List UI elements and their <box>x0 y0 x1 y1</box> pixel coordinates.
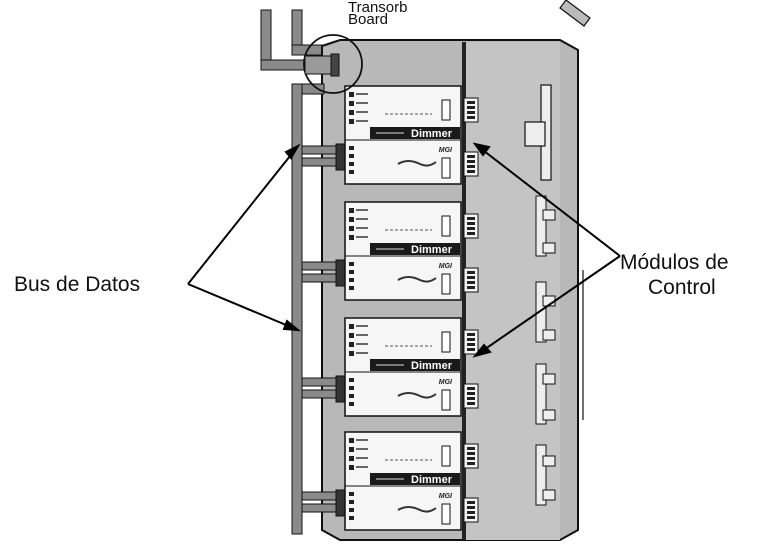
module-tag: MGI <box>439 493 453 500</box>
modules-label: Módulos de Control <box>620 250 773 300</box>
bus-label: Bus de Datos <box>14 272 140 297</box>
modules-label-line2: Control <box>620 275 773 300</box>
dimmer-label: Dimmer <box>411 474 453 486</box>
transorb-label-line2: Board <box>348 12 407 27</box>
module-tag: MGI <box>439 263 453 270</box>
module-tag: MGI <box>439 379 453 386</box>
dimmer-label: Dimmer <box>411 244 453 256</box>
module-tag: MGI <box>439 147 453 154</box>
transorb-label: Transorb Board <box>348 4 407 27</box>
dimmer-label: Dimmer <box>411 360 453 372</box>
modules-label-line1: Módulos de <box>620 250 773 275</box>
top-right-fragment <box>560 0 590 26</box>
dimmer-label: Dimmer <box>411 128 453 140</box>
